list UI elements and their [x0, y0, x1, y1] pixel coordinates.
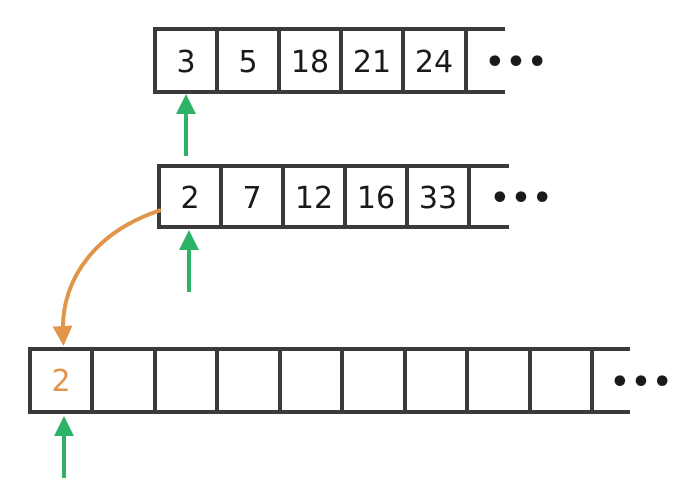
array-b-cell-value: 16 [357, 181, 395, 216]
copy-arrow [52, 208, 162, 346]
array-a-cell-value: 21 [353, 45, 391, 80]
array-a-cell-value: 5 [238, 45, 257, 80]
array-b: 2 7 12 16 33 ••• [157, 164, 554, 292]
merged-array: 2 ••• [28, 347, 674, 478]
merged-array-cell-value: 2 [51, 364, 70, 399]
array-b-cell-value: 33 [419, 181, 457, 216]
array-a: 3 5 18 21 24 ••• [153, 27, 549, 156]
array-b-cell-value: 7 [242, 181, 261, 216]
array-b-ellipsis: ••• [490, 181, 554, 216]
merged-array-ellipsis: ••• [610, 365, 674, 400]
array-a-cell-value: 3 [176, 45, 195, 80]
array-a-cell-value: 18 [291, 45, 329, 80]
array-a-cell-value: 24 [415, 45, 453, 80]
array-a-ellipsis: ••• [485, 45, 549, 80]
array-b-cell-value: 12 [295, 181, 333, 216]
array-b-cell-value: 2 [180, 181, 199, 216]
